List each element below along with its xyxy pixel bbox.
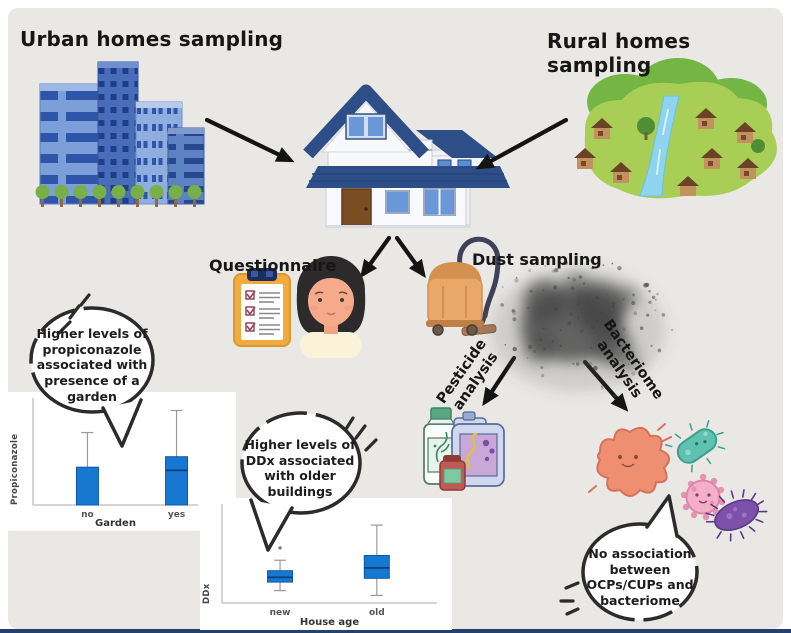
urban-heading: Urban homes sampling: [20, 27, 284, 51]
amoeba-microbe: [588, 423, 672, 497]
woman-illustration: [296, 256, 366, 358]
boxplot-garden: no yes: [32, 398, 198, 520]
bottom-border-bar: [0, 629, 791, 633]
pesticide-bottles-icon: [423, 407, 505, 491]
finding-ddx-text: Higher levels of DDx associated with old…: [244, 437, 356, 499]
arrow-house-to-dust: [394, 235, 426, 279]
rural-heading: Rural homes sampling: [547, 29, 691, 77]
x-axis-label: Garden: [95, 518, 136, 529]
rural-village-illustration: [574, 58, 777, 199]
arrow-rural-to-house: [475, 117, 569, 170]
x-axis-label: House age: [299, 617, 360, 628]
microbes-illustration: [588, 420, 768, 542]
boxplot-house-age: new old: [221, 504, 437, 618]
house-illustration: [303, 84, 510, 228]
urban-city-illustration: [35, 61, 205, 207]
arrow-urban-to-house: [204, 117, 295, 163]
vacuum-icon: [426, 236, 501, 336]
svg-text:no: no: [81, 510, 94, 520]
svg-text:new: new: [270, 608, 291, 618]
finding-propiconazole-text: Higher levels of propiconazole associate…: [36, 326, 148, 404]
village-house: [574, 108, 759, 196]
fuzzy-microbe: [705, 489, 768, 542]
dust-cloud: [490, 259, 674, 398]
svg-text:old: old: [369, 608, 385, 618]
svg-text:yes: yes: [168, 510, 185, 520]
dust-sampling-label: Dust sampling: [472, 250, 602, 269]
questionnaire-label: Questionnaire: [209, 256, 337, 275]
tree-row: [35, 185, 202, 207]
y-axis-label: Propiconazole: [10, 433, 20, 505]
boxplot-panel-house-age: new old DDx House age: [200, 498, 452, 630]
arrow-house-to-questionnaire: [360, 235, 392, 279]
virus-microbe: [680, 473, 726, 521]
finding-bacteriome-text: No association between OCPs/CUPs and bac…: [586, 546, 694, 608]
clipboard-icon: [233, 268, 291, 347]
y-axis-label: DDx: [202, 583, 212, 605]
bacillus-microbe: [664, 420, 726, 473]
